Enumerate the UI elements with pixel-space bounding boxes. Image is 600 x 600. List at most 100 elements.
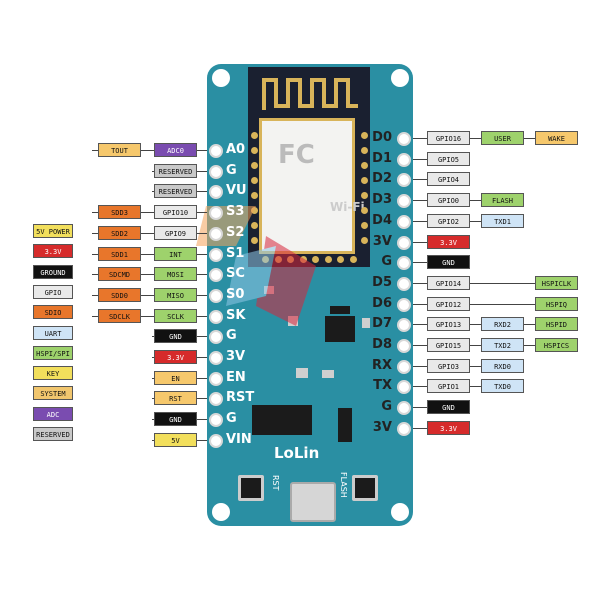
connector-line	[413, 303, 555, 305]
pin-hole	[209, 144, 223, 158]
pin-label-ground: GND	[154, 412, 197, 427]
pin-name: D0	[372, 130, 392, 145]
pin-label-uart: TXD0	[481, 379, 524, 394]
pin-label-system: SYSTEM	[33, 386, 73, 401]
pin-hole	[397, 194, 411, 209]
module-pad	[361, 237, 368, 244]
module-pad	[251, 207, 258, 214]
pin-name: S3	[226, 204, 245, 220]
mount-hole-bottom-left	[212, 503, 230, 521]
module-pad	[337, 256, 344, 263]
pin-label-hspi: HSPID	[535, 317, 578, 332]
module-pad	[324, 256, 332, 263]
pin-name: SK	[226, 307, 246, 323]
pin-label-control: RST	[154, 391, 197, 406]
pin-label-uart: TXD1	[481, 213, 524, 228]
module-pad	[251, 162, 258, 169]
pin-label-control: TOUT	[98, 143, 141, 157]
pin-hole	[397, 214, 411, 229]
rst-button[interactable]	[238, 475, 264, 501]
regulator-tab	[330, 306, 350, 314]
pin-hole	[397, 421, 411, 436]
pin-label-hspi: MOSI	[154, 267, 197, 282]
connector-line	[92, 253, 207, 255]
mount-hole-top-left	[212, 69, 230, 87]
pin-hole	[397, 152, 411, 167]
pin-label-adc: ADC	[33, 406, 73, 421]
module-pad	[361, 222, 368, 229]
pin-hole	[209, 164, 223, 179]
pin-name: S2	[226, 224, 245, 240]
module-pad	[251, 132, 258, 139]
connector-line	[92, 150, 207, 151]
fc-mark-icon: FC	[278, 140, 315, 170]
pin-label-gpio: GPIO10	[154, 205, 197, 220]
pcb-antenna-icon	[262, 78, 358, 110]
pin-label-gpio: GPIO0	[427, 193, 470, 208]
pin-hole	[209, 330, 223, 345]
pin-label-gpio: GPIO12	[427, 296, 470, 311]
pin-label-power: 3.3V	[427, 234, 470, 249]
pin-hole	[397, 318, 411, 333]
pin-label-gpio: GPIO4	[427, 172, 470, 187]
brand-label: LoLin	[274, 444, 320, 462]
pin-label-gpio: GPIO13	[427, 317, 470, 332]
pin-name: 3V	[372, 419, 392, 435]
pin-name: 3V	[372, 233, 392, 249]
pin-label-reserved: RESERVED	[154, 184, 197, 199]
pin-label-power: 3.3V	[33, 244, 73, 259]
pin-hole	[209, 247, 223, 262]
pin-label-sdio: SDIO	[33, 305, 73, 320]
pin-label-reserved: RESERVED	[154, 163, 197, 178]
pin-name: RX	[371, 357, 392, 373]
wifi-logo-icon: Wi-Fi	[330, 200, 365, 214]
module-pad	[361, 177, 368, 184]
module-pad	[251, 192, 258, 199]
pin-name: G	[381, 399, 392, 415]
pin-label-gpio: GPIO9	[154, 225, 197, 240]
pin-hole	[209, 351, 223, 365]
pin-name: G	[381, 254, 392, 270]
pin-name: G	[226, 411, 237, 427]
pin-hole	[209, 268, 223, 283]
pin-label-gpio: GPIO14	[427, 275, 470, 290]
pin-label-ground: GND	[427, 255, 470, 270]
pin-label-adc: ADC0	[154, 143, 197, 157]
smd-component	[296, 368, 308, 378]
pin-label-power: 3.3V	[427, 420, 470, 435]
pin-label-uart: TXD2	[481, 338, 524, 352]
pin-name: SC	[226, 266, 245, 282]
pin-label-sdio: SDD1	[98, 246, 141, 261]
pin-label-gpio: GPIO2	[427, 213, 470, 228]
pin-label-sdio: SDCLK	[98, 308, 141, 323]
pin-label-sdio: SDD3	[98, 205, 141, 220]
pin-name: A0	[226, 142, 246, 157]
pin-hole	[397, 256, 411, 271]
smd-component	[362, 318, 370, 328]
pin-hole	[397, 401, 411, 416]
module-pad	[361, 207, 368, 214]
pin-label-hspi: FLASH	[481, 193, 524, 208]
pin-name: D6	[372, 295, 392, 311]
flash-button[interactable]	[352, 475, 378, 501]
micro-usb-port[interactable]	[290, 482, 336, 522]
connector-line	[413, 282, 555, 284]
pin-label-hspi: HSPIQ	[535, 296, 578, 311]
pin-label-uart: RXD0	[481, 358, 524, 373]
pin-hole	[209, 413, 223, 428]
pin-hole	[209, 309, 223, 324]
smd-component	[322, 370, 334, 378]
mount-hole-bottom-right	[391, 503, 409, 521]
pin-hole	[209, 226, 223, 241]
module-pad	[312, 256, 319, 263]
pin-hole	[209, 288, 223, 303]
pin-name: S0	[226, 286, 245, 302]
pin-hole	[397, 173, 411, 188]
pin-hole	[209, 185, 223, 200]
pin-name: D2	[372, 171, 392, 187]
rst-button-label: RST	[271, 475, 280, 491]
pin-hole	[397, 132, 411, 146]
pin-label-hspi: INT	[154, 246, 197, 261]
pin-hole	[397, 297, 411, 312]
pin-name: D5	[372, 274, 392, 290]
